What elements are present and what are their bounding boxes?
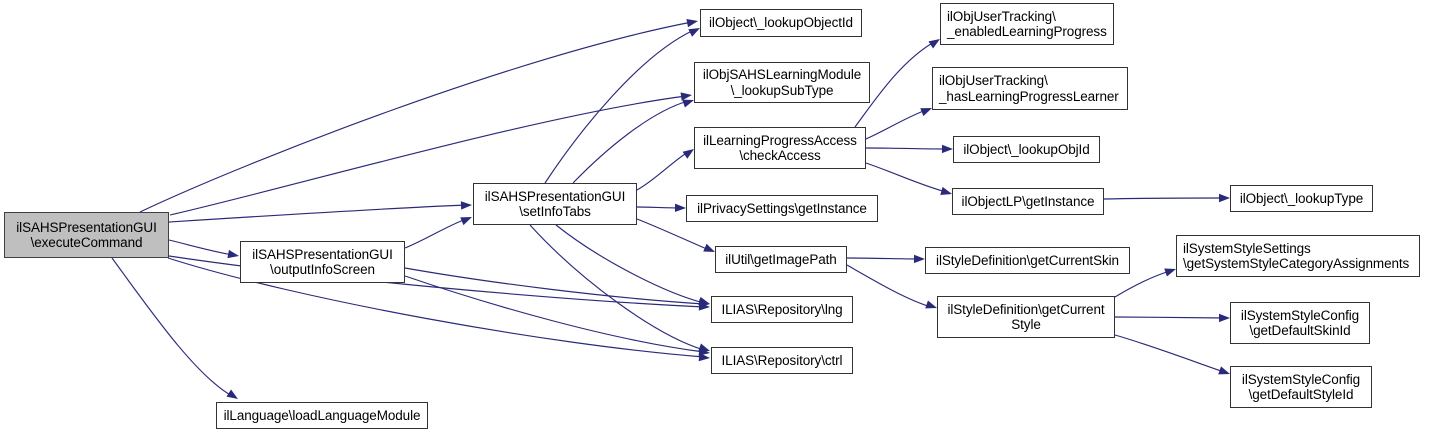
node-label-lookupObjId: ilObject\_lookupObjId	[963, 141, 1090, 157]
node-label-lookupSubType: ilObjSAHSLearningModule \_lookupSubType	[702, 67, 862, 98]
edge-getCurrentStyle-to-getDefaultStyleId	[1114, 334, 1225, 373]
node-label-setInfoTabs: ilSAHSPresentationGUI \setInfoTabs	[484, 188, 626, 220]
arrowhead-executeCommand-to-loadLanguageModule	[226, 389, 238, 399]
edge-outputInfoScreen-to-setInfoTabs	[404, 218, 467, 249]
edge-setInfoTabs-to-privacySettings	[636, 206, 681, 209]
edge-executeCommand-to-setInfoTabs	[168, 204, 467, 223]
node-label-loadLanguageModule: ilLanguage\loadLanguageModule	[223, 407, 421, 423]
node-label-getDefaultSkinId: ilSystemStyleConfig \getDefaultSkinId	[1240, 307, 1360, 339]
arrowhead-executeCommand-to-lookupObjectId	[686, 19, 698, 28]
node-getCurrentSkin[interactable]: ilStyleDefinition\getCurrentSkin	[925, 247, 1130, 274]
edge-setInfoTabs-to-getImagePath	[636, 218, 710, 251]
node-getCurrentStyle[interactable]: ilStyleDefinition\getCurrent Style	[937, 296, 1115, 338]
node-label-systemStyleCategoryAssign: ilSystemStyleSettings \getSystemStyleCat…	[1183, 240, 1410, 272]
edge-setInfoTabs-to-repoCtrl	[529, 224, 705, 351]
edge-getCurrentStyle-to-systemStyleCategoryAssign	[1114, 270, 1171, 298]
arrowhead-getCurrentStyle-to-getDefaultSkinId	[1218, 313, 1230, 323]
node-label-privacySettings: ilPrivacySettings\getInstance	[697, 200, 867, 216]
arrowhead-setInfoTabs-to-repoCtrl	[698, 343, 710, 352]
edge-checkAccess-to-objectLPgetInstance	[865, 162, 947, 193]
node-enabledLearningProgress[interactable]: ilObjUserTracking\ _enabledLearningProgr…	[940, 3, 1114, 45]
node-label-getCurrentStyle: ilStyleDefinition\getCurrent Style	[947, 301, 1105, 333]
node-getDefaultStyleId[interactable]: ilSystemStyleConfig \getDefaultStyleId	[1230, 366, 1372, 408]
edge-checkAccess-to-lookupObjId	[865, 147, 948, 150]
edge-executeCommand-to-loadLanguageModule	[111, 257, 233, 397]
node-lookupType[interactable]: ilObject\_lookupType	[1230, 185, 1373, 212]
arrowhead-outputInfoScreen-to-repoCtrl	[698, 347, 710, 356]
node-checkAccess[interactable]: ilLearningProgressAccess \checkAccess	[694, 127, 866, 169]
edge-getCurrentStyle-to-getDefaultSkinId	[1114, 316, 1225, 319]
node-label-checkAccess: ilLearningProgressAccess \checkAccess	[703, 132, 857, 164]
arrowhead-executeCommand-to-outputInfoScreen	[227, 249, 239, 259]
node-outputInfoScreen[interactable]: ilSAHSPresentationGUI \outputInfoScreen	[240, 241, 405, 283]
node-lookupObjId[interactable]: ilObject\_lookupObjId	[953, 136, 1100, 163]
arrowhead-setInfoTabs-to-privacySettings	[674, 203, 686, 213]
edge-outputInfoScreen-to-repoLng	[404, 267, 705, 305]
arrowhead-setInfoTabs-to-repoLng	[698, 296, 710, 306]
arrowhead-outputInfoScreen-to-setInfoTabs	[460, 217, 472, 226]
node-privacySettings[interactable]: ilPrivacySettings\getInstance	[686, 195, 878, 222]
node-repoCtrl[interactable]: ILIAS\Repository\ctrl	[711, 347, 853, 374]
node-label-getCurrentSkin: ilStyleDefinition\getCurrentSkin	[936, 252, 1119, 268]
node-lookupObjectId[interactable]: ilObject\_lookupObjectId	[700, 9, 862, 37]
node-hasLearningProgressLearner[interactable]: ilObjUserTracking\ _hasLearningProgressL…	[932, 67, 1128, 110]
edge-setInfoTabs-to-checkAccess	[636, 151, 689, 191]
edge-outputInfoScreen-to-repoCtrl	[404, 275, 705, 353]
edge-setInfoTabs-to-lookupSubType	[572, 100, 689, 184]
node-label-repoLng: ILIAS\Repository\lng	[721, 301, 843, 317]
arrowhead-getImagePath-to-getCurrentSkin	[913, 254, 925, 264]
node-objectLPgetInstance[interactable]: ilObjectLP\getInstance	[952, 188, 1104, 215]
edge-objectLPgetInstance-to-lookupType	[1103, 197, 1225, 200]
arrowhead-objectLPgetInstance-to-lookupType	[1218, 193, 1230, 203]
arrowhead-outputInfoScreen-to-repoLng	[698, 299, 710, 308]
edge-checkAccess-to-hasLearningProgressLearner	[865, 109, 927, 140]
node-label-outputInfoScreen: ilSAHSPresentationGUI \outputInfoScreen	[252, 246, 393, 278]
edge-getImagePath-to-getCurrentSkin	[846, 257, 920, 260]
edge-setInfoTabs-to-repoLng	[555, 224, 705, 304]
edge-getImagePath-to-getCurrentStyle	[846, 264, 932, 308]
arrowhead-executeCommand-to-repoLng	[698, 302, 710, 311]
node-label-lookupType: ilObject\_lookupType	[1239, 190, 1364, 206]
node-lookupSubType[interactable]: ilObjSAHSLearningModule \_lookupSubType	[694, 62, 870, 103]
node-setInfoTabs[interactable]: ilSAHSPresentationGUI \setInfoTabs	[473, 183, 637, 225]
arrowhead-executeCommand-to-setInfoTabs	[460, 201, 472, 210]
node-getImagePath[interactable]: ilUtil\getImagePath	[715, 246, 847, 273]
node-label-executeCommand: ilSAHSPresentationGUI \executeCommand	[16, 219, 157, 251]
node-getDefaultSkinId[interactable]: ilSystemStyleConfig \getDefaultSkinId	[1230, 302, 1370, 344]
node-label-enabledLearningProgress: ilObjUserTracking\ _enabledLearningProgr…	[947, 8, 1107, 40]
arrowhead-executeCommand-to-repoCtrl	[698, 352, 710, 362]
node-repoLng[interactable]: ILIAS\Repository\lng	[711, 296, 853, 323]
node-label-getDefaultStyleId: ilSystemStyleConfig \getDefaultStyleId	[1241, 371, 1361, 403]
node-label-getImagePath: ilUtil\getImagePath	[725, 251, 837, 267]
node-label-objectLPgetInstance: ilObjectLP\getInstance	[961, 193, 1095, 209]
node-label-hasLearningProgressLearner: ilObjUserTracking\ _hasLearningProgressL…	[939, 73, 1119, 104]
edge-executeCommand-to-outputInfoScreen	[168, 239, 234, 256]
arrowhead-executeCommand-to-lookupSubType	[680, 92, 692, 101]
node-label-repoCtrl: ILIAS\Repository\ctrl	[721, 352, 843, 368]
node-label-lookupObjectId: ilObject\_lookupObjectId	[709, 15, 853, 31]
node-executeCommand[interactable]: ilSAHSPresentationGUI \executeCommand	[4, 212, 169, 258]
node-systemStyleCategoryAssign[interactable]: ilSystemStyleSettings \getSystemStyleCat…	[1176, 235, 1420, 277]
edge-setInfoTabs-to-lookupObjectId	[544, 29, 695, 184]
arrowhead-checkAccess-to-lookupObjId	[941, 144, 953, 154]
node-loadLanguageModule[interactable]: ilLanguage\loadLanguageModule	[216, 402, 428, 429]
